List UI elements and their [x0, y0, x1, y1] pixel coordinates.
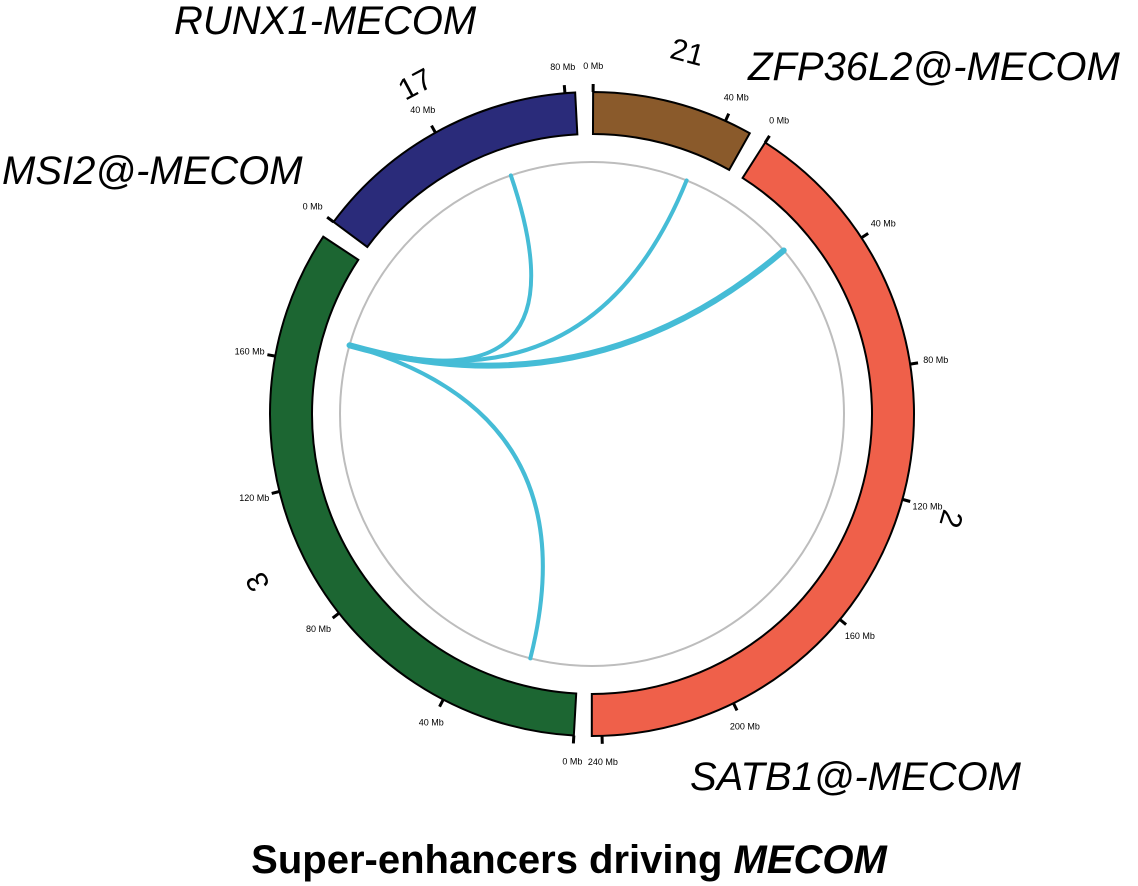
chromosome-2-tick	[860, 232, 870, 240]
chromosome-2-tick-label: 160 Mb	[845, 631, 875, 641]
fusion-label-zfp36l2: ZFP36L2@-MECOM	[747, 45, 1120, 89]
chromosome-3-tick-label: 80 Mb	[306, 624, 331, 634]
chromosome-2-segment	[590, 141, 915, 738]
chromosome-3-tick	[271, 490, 280, 495]
chromosome-2-tick	[838, 618, 848, 626]
chromosome-17-tick	[562, 85, 567, 94]
chromosome-ideogram: 0 Mb 40 Mb 21 0 Mb 40 Mb 80 Mb 120 Mb 160 Mb 200…	[235, 33, 969, 767]
chromosome-2-tick-label: 80 Mb	[923, 355, 948, 365]
fusion-label-satb1: SATB1@-MECOM	[690, 755, 1022, 799]
chromosome-3-tick-label: 0 Mb	[562, 756, 582, 766]
chromosome-3-tick	[331, 611, 340, 620]
chromosome-2-tick	[763, 134, 771, 144]
chromosome-3-tick	[438, 698, 445, 708]
chromosome-2-label: 2	[932, 506, 968, 531]
chromosome-17-tick-label: 80 Mb	[550, 62, 575, 72]
chromosome-3-tick-label: 160 Mb	[235, 346, 265, 356]
chromosome-21-segment	[591, 90, 752, 172]
figure-caption: Super-enhancers driving MECOM	[0, 838, 1138, 883]
chromosome-3-label: 3	[240, 567, 277, 597]
chromosome-21-label: 21	[667, 33, 708, 73]
link-chr3-chr3	[347, 343, 545, 661]
chromosome-17-tick	[326, 215, 335, 224]
chromosome-17-label: 17	[393, 62, 438, 107]
chromosome-2-tick	[902, 497, 911, 503]
chromosome-17-segment	[332, 91, 579, 249]
chromosome-2-tick-label: 120 Mb	[913, 501, 943, 511]
chromosome-3-segment	[269, 235, 578, 737]
chromosome-21-tick	[724, 113, 731, 122]
chromosome-21-tick-label: 40 Mb	[724, 92, 749, 102]
chromosome-3-tick-label: 40 Mb	[419, 718, 444, 728]
chromosome-2-tick-label: 40 Mb	[871, 219, 896, 229]
chromosome-2-tick-label: 0 Mb	[769, 116, 789, 126]
link-chr3-chr2	[346, 247, 787, 369]
chromosome-3-tick-label: 120 Mb	[239, 493, 269, 503]
link-chr3-chr17	[347, 173, 534, 363]
chromosome-17-tick-label: 40 Mb	[410, 105, 435, 115]
caption-gene: MECOM	[733, 838, 887, 882]
chromosome-2-tick	[909, 361, 919, 366]
links	[346, 173, 787, 661]
chromosome-17-tick	[430, 124, 437, 134]
fusion-label-msi2: MSI2@-MECOM	[2, 149, 303, 193]
chromosome-2-tick-label: 200 Mb	[730, 722, 760, 732]
caption-text: Super-enhancers driving	[251, 838, 734, 882]
chromosome-21-tick-label: 0 Mb	[583, 61, 603, 71]
chromosome-2-tick	[732, 702, 739, 712]
chromosome-17-tick-label: 0 Mb	[303, 201, 323, 211]
inner-track-circle	[339, 161, 845, 667]
fusion-label-runx1: RUNX1-MECOM	[174, 0, 477, 43]
chromosome-2-tick-label: 240 Mb	[588, 757, 618, 767]
chromosome-3-tick	[267, 353, 276, 358]
